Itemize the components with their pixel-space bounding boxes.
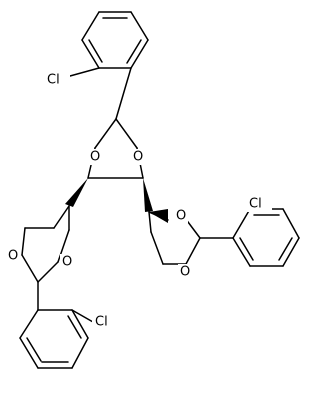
bond-to-chlorine (69, 67, 100, 77)
oxygen-label: O (62, 255, 72, 270)
bond (185, 237, 201, 265)
label-mask (60, 254, 74, 270)
double-bond-inner (278, 237, 293, 261)
bond (81, 39, 100, 69)
label-mask (131, 149, 145, 165)
bond (81, 11, 100, 41)
label-mask (174, 208, 188, 224)
bond (115, 67, 132, 120)
bond (71, 309, 89, 339)
bond (148, 211, 152, 233)
chlorine-label: Cl (95, 315, 108, 330)
chlorine-label: Cl (47, 73, 60, 88)
label-mask (6, 248, 20, 264)
bond (130, 39, 149, 69)
bond (37, 261, 59, 283)
oxygen-label: O (90, 150, 100, 165)
oxygen-label: O (180, 265, 190, 280)
double-bond-inner (26, 337, 42, 362)
oxygen-label: O (8, 249, 18, 264)
label-mask (92, 314, 118, 330)
bottom-chlorophenyl-ring (19, 309, 89, 369)
bond (232, 237, 251, 267)
oxygen-label: O (176, 209, 186, 224)
bond (21, 254, 39, 283)
bond (150, 231, 164, 265)
chlorine-label: Cl (249, 197, 262, 212)
label-mask (246, 196, 272, 212)
bond (57, 229, 70, 263)
label-mask (178, 264, 192, 280)
central-dioxolane-ring (87, 118, 144, 179)
bond (19, 309, 39, 339)
bond (232, 208, 251, 239)
oxygen-label: O (133, 150, 143, 165)
bond (130, 11, 149, 41)
stereo-wedge-bond (65, 178, 88, 207)
bond (282, 208, 300, 239)
bond (282, 237, 300, 267)
double-bond-inner (88, 39, 103, 63)
bond (71, 337, 89, 369)
double-bond-inner (67, 315, 82, 339)
right-chlorophenyl-ring (232, 208, 300, 267)
double-bond-inner (239, 237, 254, 261)
bond (53, 205, 70, 229)
bond-to-chlorine (71, 309, 94, 323)
label-mask (44, 72, 70, 88)
left-dioxolane-ring (21, 205, 70, 283)
stereo-wedge-bond (149, 209, 168, 223)
top-chlorophenyl-ring (81, 11, 149, 69)
bond (115, 118, 138, 149)
bond (19, 337, 39, 369)
double-bond-inner (126, 39, 142, 64)
bond (21, 227, 26, 256)
label-mask (88, 149, 102, 165)
stereo-wedge-bond (143, 178, 153, 212)
bond (94, 118, 117, 149)
